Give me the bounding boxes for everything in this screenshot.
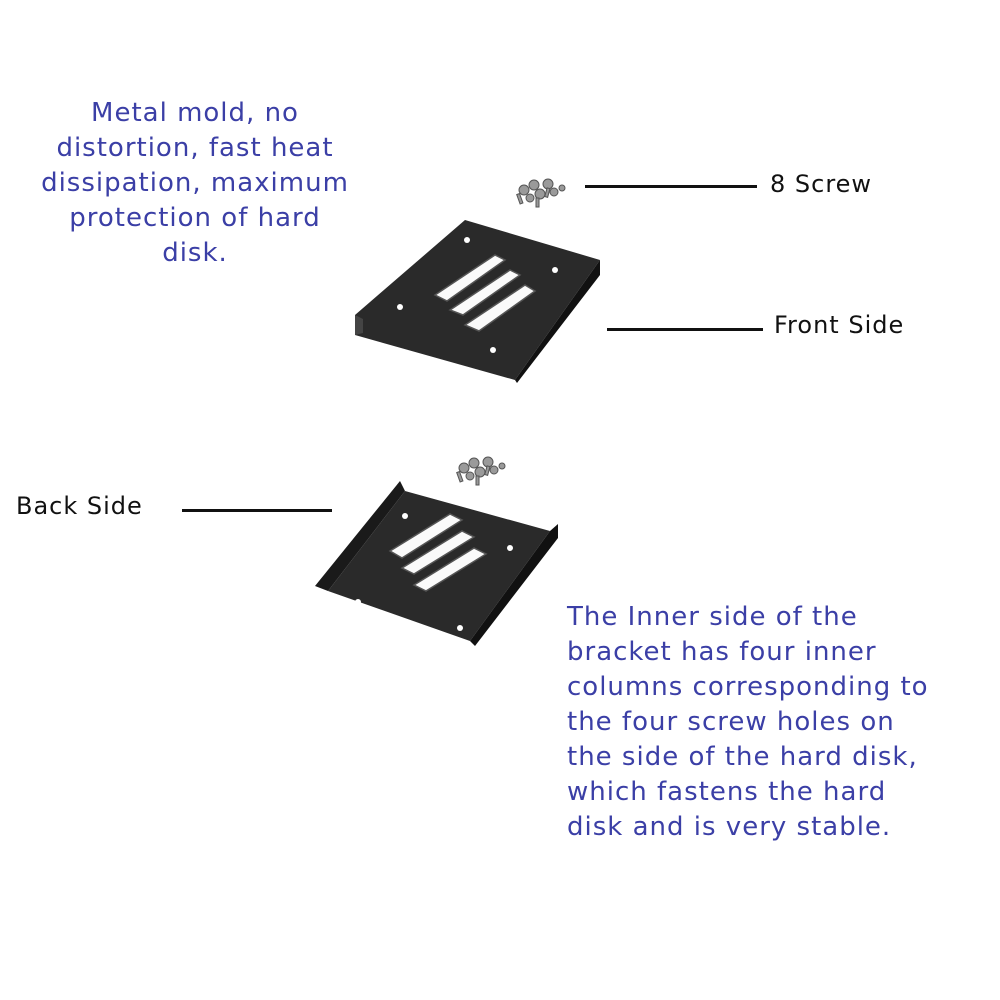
bracket-back-image — [315, 481, 558, 646]
description-bottom: The Inner side of the bracket has four i… — [567, 602, 929, 842]
front-leader-line — [607, 328, 763, 331]
back-side-label: Back Side — [16, 492, 143, 520]
bracket-front-image — [355, 220, 600, 383]
screw-label: 8 Screw — [770, 170, 873, 198]
screws-image-bottom — [456, 456, 506, 486]
screws-image-top — [516, 178, 566, 208]
screw-leader-line — [585, 185, 757, 188]
description-top: Metal mold, no distortion, fast heat dis… — [41, 98, 349, 268]
front-side-label: Front Side — [774, 311, 905, 339]
back-leader-line — [182, 509, 332, 512]
